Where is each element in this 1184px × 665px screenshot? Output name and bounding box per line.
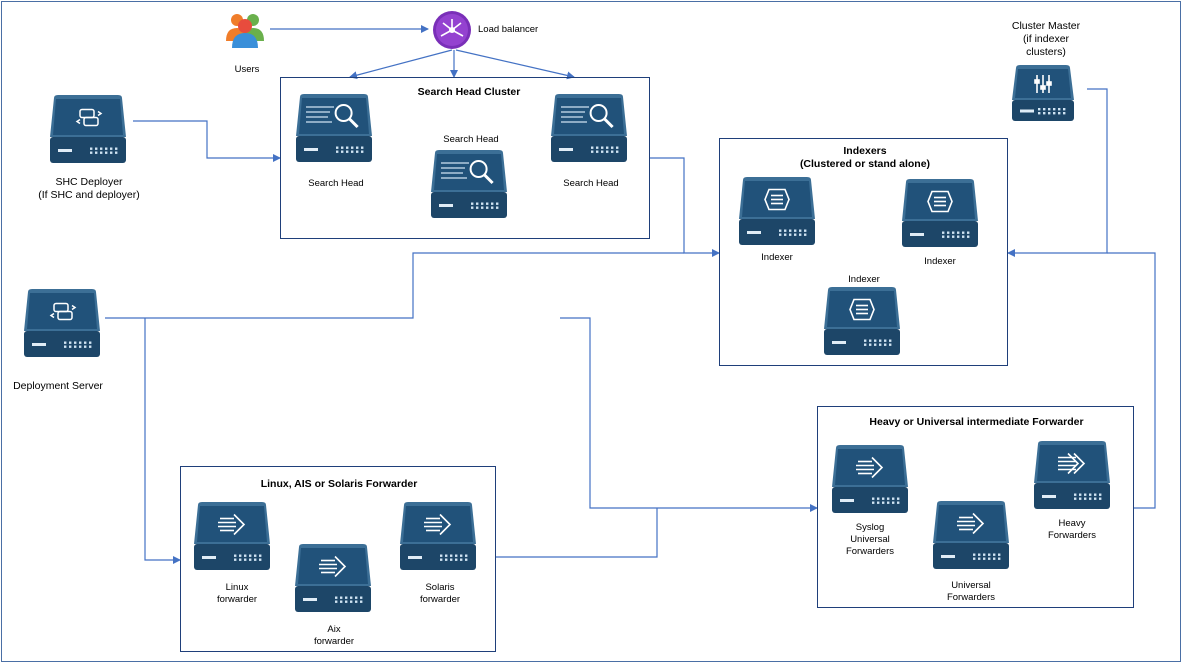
lb-to-sh3-line [455,49,575,80]
aix-forwarder-label-line2: forwarder [313,636,355,647]
syslog-forwarder-label: Syslog Universal Forwarders [830,522,910,558]
cluster-master-label-line1: Cluster Master [1011,20,1081,32]
users-label: Users [234,64,260,75]
cluster-master-label-line3: clusters) [1026,46,1066,58]
search-head-label: Search Head [308,178,364,189]
search-head-label: Search Head [563,178,619,189]
deploy-to-os-fwd-line [144,318,181,564]
intermediate-to-indexers-line [1107,252,1156,509]
cluster-master-server [1010,64,1076,122]
os-fwd-to-intermediate-line [496,508,658,558]
linux-forwarder-server [192,501,272,571]
indexer-server [900,178,980,248]
shc-deployer-label-line1: SHC Deployer [55,176,123,188]
syslog-forwarder-label-line3: Forwarders [845,546,895,557]
heavy-forwarder-label-line2: Forwarders [1047,530,1097,541]
linux-forwarder-label-line2: forwarder [216,594,258,605]
universal-forwarder-label: Universal Forwarders [931,580,1011,604]
heavy-forwarder-label: Heavy Forwarders [1032,518,1112,542]
indexer-label: Indexer [848,274,880,285]
deployment-server [22,288,102,358]
shc-deployer-server [48,94,128,164]
search-head-server [429,149,509,219]
solaris-forwarder-label: Solaris forwarder [400,582,480,606]
aix-forwarder-server [293,543,373,613]
indexers-title-line2: (Clustered or stand alone) [799,158,931,170]
aix-forwarder-label: Aix forwarder [294,624,374,648]
shc-deployer-label: SHC Deployer (If SHC and deployer) [28,176,150,202]
deploy-to-shc-line [105,252,684,319]
heavy-forwarder-server [1032,440,1112,510]
os-forwarder-title: Linux, AIS or Solaris Forwarder [260,478,418,490]
linux-forwarder-label-line1: Linux [225,582,249,593]
cluster-master-label-line2: (if indexer [1022,33,1070,45]
indexer-server [822,286,902,356]
indexer-label: Indexer [924,256,956,267]
search-head-cluster-title: Search Head Cluster [417,86,521,98]
search-head-cluster-group: Search Head Cluster [280,77,650,239]
users-icon [224,8,266,55]
solaris-forwarder-label-line2: forwarder [419,594,461,605]
linux-forwarder-label: Linux forwarder [197,582,277,606]
solaris-forwarder-label-line1: Solaris [425,582,455,593]
syslog-forwarder-label-line2: Universal [850,534,890,545]
intermediate-forwarder-group: Heavy or Universal intermediate Forwarde… [817,406,1134,608]
search-head-label: Search Head [443,134,499,145]
shc-to-indexers-line [650,157,720,257]
aix-forwarder-label-line1: Aix [327,624,341,635]
syslog-forwarder-label-line1: Syslog [855,522,885,533]
search-head-server [294,93,374,163]
indexers-group: Indexers (Clustered or stand alone) [719,138,1008,366]
universal-forwarder-server [931,500,1011,570]
heavy-forwarder-label-line1: Heavy [1058,518,1086,529]
indexers-title: Indexers (Clustered or stand alone) [760,145,970,171]
deploy-to-intermediate-line [560,317,818,512]
indexers-title-line1: Indexers [843,145,887,157]
lb-to-sh1-line [349,49,453,80]
load-balancer-label: Load balancer [478,24,539,35]
syslog-forwarder-server [830,444,910,514]
universal-forwarder-label-line1: Universal [951,580,991,591]
indexer-server [737,176,817,246]
indexer-label: Indexer [761,252,793,263]
os-forwarder-group: Linux, AIS or Solaris Forwarder [180,466,496,652]
deployment-server-label: Deployment Server [13,380,103,392]
solaris-forwarder-server [398,501,478,571]
search-head-server [549,93,629,163]
universal-forwarder-label-line2: Forwarders [946,592,996,603]
shc-deployer-label-line2: (If SHC and deployer) [38,189,140,201]
cm-to-indexers-line [1007,88,1108,257]
intermediate-forwarder-title: Heavy or Universal intermediate Forwarde… [869,416,1084,428]
cluster-master-label: Cluster Master (if indexer clusters) [1002,20,1090,59]
load-balancer-icon [431,9,473,56]
deployer-to-shc-line [133,120,281,162]
